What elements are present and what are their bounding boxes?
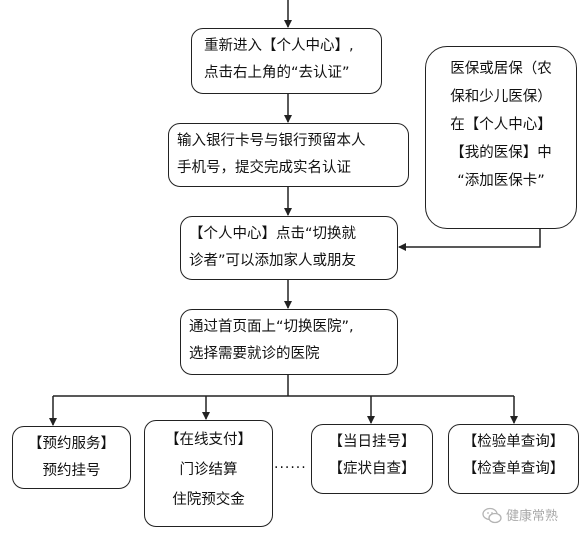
step-4-line-1: 通过首页面上“切换医院”, [189, 319, 354, 335]
side-note-line-1: 医保或居保（农 [450, 61, 552, 77]
side-note-line-2: 保和少儿医保） [450, 89, 552, 105]
step-4-line-2: 选择需要就诊的医院 [189, 346, 320, 362]
step-3-line-1: 【个人中心】点击“切换就 [189, 226, 357, 242]
step-2-line-2: 手机号，提交完成实名认证 [177, 160, 351, 176]
step-1-line-2: 点击右上角的“去认证” [204, 65, 350, 81]
side-note-line-5: “添加医保卡” [457, 173, 545, 189]
service-box-report-query: 【检验单查询】 【检查单查询】 [448, 424, 579, 494]
service-3-line-2: 【症状自查】 [328, 461, 416, 477]
step-box-2: 输入银行卡号与银行预留本人 手机号，提交完成实名认证 [168, 123, 409, 187]
service-4-line-1: 【检验单查询】 [462, 434, 565, 450]
wechat-icon [482, 507, 502, 524]
step-box-3: 【个人中心】点击“切换就 诊者”可以添加家人或朋友 [180, 216, 398, 280]
step-2-line-1: 输入银行卡号与银行预留本人 [177, 133, 366, 149]
service-4-line-2: 【检查单查询】 [462, 461, 565, 477]
service-box-online-payment: 【在线支付】 门诊结算 住院预交金 [144, 420, 273, 527]
service-1-line-1: 【预约服务】 [28, 436, 115, 452]
service-2-line-1: 【在线支付】 [165, 432, 252, 448]
service-box-appointment: 【预约服务】 预约挂号 [12, 426, 131, 489]
ellipsis-more-services: ...... [274, 456, 307, 472]
service-2-line-2: 门诊结算 [179, 462, 238, 478]
watermark-text: 健康常熟 [506, 509, 559, 524]
service-3-line-1: 【当日挂号】 [328, 434, 416, 450]
side-note-box: 医保或居保（农 保和少儿医保） 在【个人中心】 【我的医保】中 “添加医保卡” [425, 46, 577, 229]
side-note-line-4: 【我的医保】中 [450, 145, 552, 161]
step-box-4: 通过首页面上“切换医院”, 选择需要就诊的医院 [180, 309, 398, 375]
side-note-line-3: 在【个人中心】 [450, 117, 552, 133]
step-3-line-2: 诊者”可以添加家人或朋友 [189, 253, 357, 269]
service-box-same-day: 【当日挂号】 【症状自查】 [311, 424, 433, 494]
service-1-line-2: 预约挂号 [42, 463, 101, 479]
step-box-1: 重新进入【个人中心】, 点击右上角的“去认证” [191, 28, 382, 94]
watermark: 健康常熟 [482, 502, 582, 530]
step-1-line-1: 重新进入【个人中心】, [204, 38, 354, 54]
service-2-line-3: 住院预交金 [172, 492, 245, 508]
